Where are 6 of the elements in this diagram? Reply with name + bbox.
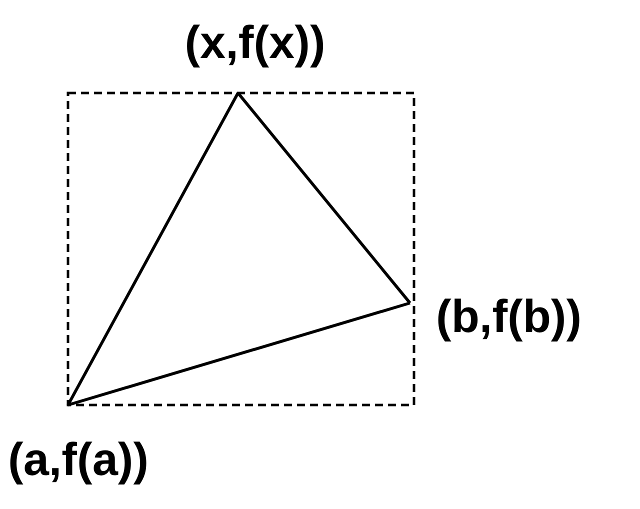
triangle-side [68,302,410,406]
point-label: (a,f(a)) [8,405,208,489]
triangle-side [66,92,240,406]
point-label: (b,f(b)) [410,288,630,348]
point-label: (x,f(x)) [160,14,350,93]
triangle-side [236,92,412,304]
